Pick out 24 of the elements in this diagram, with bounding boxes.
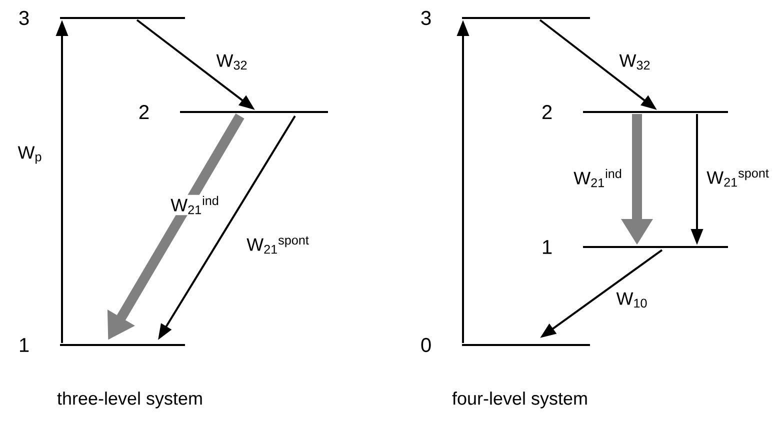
edge-label: W$_{32}$ [618,53,652,71]
caption: three-level system [57,392,202,408]
node-label: 2 [542,105,552,119]
edge-label: W$_{p}$ [16,145,44,165]
edge-label: W$_{32}$ [215,53,249,71]
node-label: 3 [421,10,431,26]
energy-level: 0 [421,338,590,352]
energy-level: 3 [421,10,590,26]
node-label: 3 [19,10,29,26]
edge-label: W$_{21}$ind [170,194,220,216]
edge-label: W$_{10}$ [615,291,649,309]
edge-label: W$_{21}$spont [706,168,770,188]
node-label: 1 [20,338,29,352]
energy-level: 1 [20,338,185,352]
energy-level: 1 [543,240,728,254]
caption: four-level system [452,392,587,408]
energy-level: 2 [542,105,728,119]
edge-label: W$_{21}$spont [246,235,310,255]
energy-level: 3 [19,10,185,26]
node-label: 2 [139,105,149,119]
node-label: 1 [543,240,552,254]
edge-label: W$_{21}$ind [572,168,624,188]
node-label: 0 [421,338,431,352]
energy-level: 2 [139,105,328,119]
